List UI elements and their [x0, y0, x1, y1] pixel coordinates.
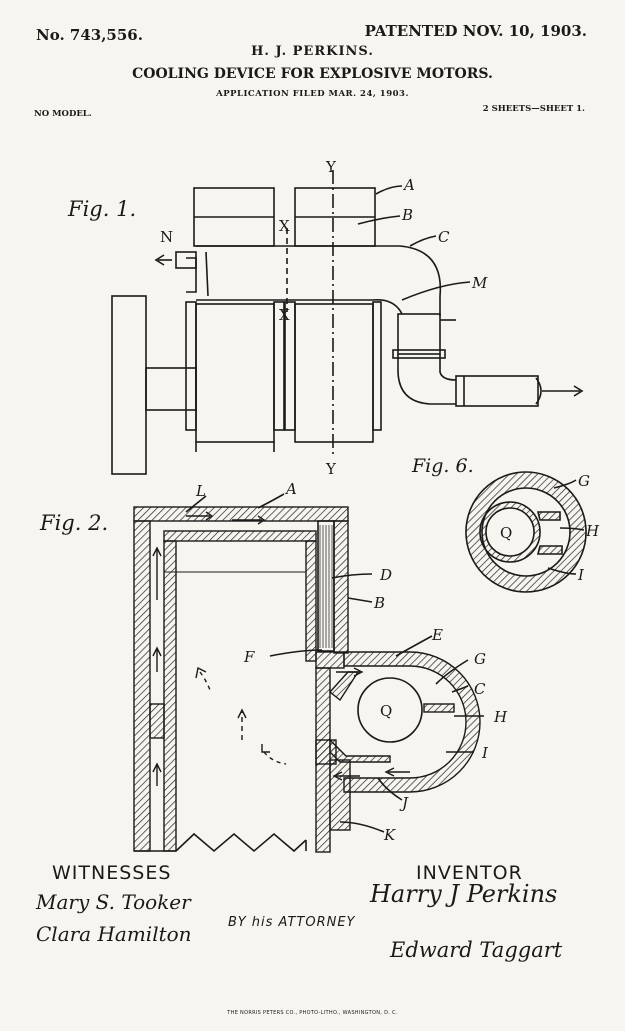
label-b-fig2: B: [373, 594, 385, 612]
witness-1-signature: Mary S. Tooker: [36, 890, 191, 914]
label-n: N: [160, 228, 173, 246]
patent-title: COOLING DEVICE FOR EXPLOSIVE MOTORS.: [132, 66, 493, 82]
label-k: K: [383, 826, 396, 844]
label-y-bottom: Y: [325, 460, 337, 478]
inventor-signature: Harry J Perkins: [370, 880, 558, 908]
label-h-fig6: H: [585, 522, 600, 540]
fig6-label: Fig. 6.: [411, 455, 474, 477]
label-a-fig1: A: [402, 176, 415, 194]
printer-credit: THE NORRIS PETERS CO., PHOTO-LITHO., WAS…: [227, 1010, 398, 1016]
label-i-fig2: I: [481, 744, 489, 762]
label-i-fig6: I: [577, 566, 585, 584]
label-x-top: X: [279, 217, 290, 235]
label-b-fig1: B: [401, 206, 413, 224]
label-a-fig2: A: [284, 480, 297, 498]
label-h-fig2: H: [493, 708, 508, 726]
label-c-fig2: C: [474, 680, 486, 698]
figure-2-drawing: [133, 493, 484, 853]
label-c-fig1: C: [438, 228, 450, 246]
inventor-label: INVENTOR: [416, 862, 523, 884]
patent-number: No. 743,556.: [36, 26, 143, 44]
label-g-fig6: G: [578, 472, 590, 490]
label-e: E: [431, 626, 443, 644]
label-x-bottom: X: [279, 306, 290, 324]
figure-1-drawing: [111, 170, 584, 475]
figure-6-drawing: [465, 471, 587, 593]
label-f: F: [243, 648, 255, 666]
label-l: L: [195, 482, 206, 500]
inventor-name: H. J. PERKINS.: [251, 44, 374, 59]
witness-2-signature: Clara Hamilton: [36, 922, 192, 946]
fig2-label: Fig. 2.: [39, 511, 108, 535]
label-q-fig2: Q: [380, 702, 392, 720]
witnesses-label: WITNESSES: [52, 862, 172, 884]
label-m: M: [471, 274, 488, 292]
label-y-top: Y: [325, 158, 337, 176]
sheets-label: 2 SHEETS—SHEET 1.: [482, 104, 585, 114]
no-model-label: NO MODEL.: [34, 109, 92, 119]
patented-date: PATENTED NOV. 10, 1903.: [364, 22, 587, 40]
fig1-label: Fig. 1.: [67, 197, 136, 221]
label-q-fig6: Q: [500, 524, 512, 542]
application-filed: APPLICATION FILED MAR. 24, 1903.: [216, 89, 409, 99]
attorney-label: BY his ATTORNEY: [228, 915, 356, 930]
label-d: D: [379, 566, 392, 584]
attorney-signature: Edward Taggart: [390, 938, 563, 962]
label-j: J: [399, 794, 409, 812]
label-g-fig2: G: [474, 650, 486, 668]
